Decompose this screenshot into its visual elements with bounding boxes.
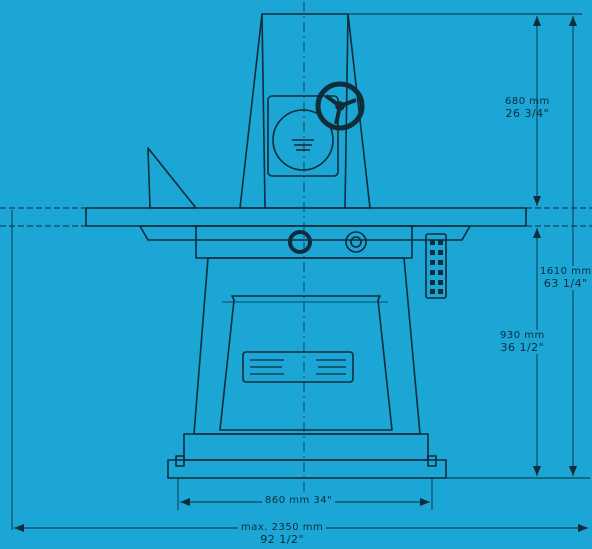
plinth-foot <box>167 459 447 479</box>
dim-column-height-mm: 680 mm <box>505 96 550 107</box>
dim-column-height: 680 mm 26 3/4" <box>505 96 550 120</box>
logo-lines <box>250 359 346 375</box>
grinding-head <box>267 95 339 177</box>
dim-overall-height-in: 63 1/4" <box>543 277 588 290</box>
dim-column-height-in: 26 3/4" <box>505 107 550 120</box>
dim-table-height-mm: 930 mm <box>500 330 545 341</box>
column-body <box>239 13 371 209</box>
dimension-lines <box>0 13 592 530</box>
dim-overall-height-mm: 1610 mm <box>540 266 592 277</box>
dim-max-width-in: 92 1/2" <box>260 533 305 546</box>
grinding-wheel <box>272 109 334 171</box>
dim-overall-height: 1610 mm 63 1/4" <box>540 266 592 290</box>
dim-base-width: 860 mm 34" <box>262 495 336 507</box>
logo-plate <box>242 351 354 383</box>
saddle-knob <box>288 230 312 254</box>
arrow-heads <box>14 16 588 532</box>
dim-table-height-in: 36 1/2" <box>500 341 545 354</box>
machine-base <box>193 257 421 435</box>
dim-max-width: max. 2350 mm 92 1/2" <box>238 522 327 546</box>
plinth <box>183 433 429 461</box>
dim-table-height: 930 mm 36 1/2" <box>500 330 545 354</box>
dim-max-width-mm: max. 2350 mm <box>241 522 324 533</box>
base-door <box>219 295 393 431</box>
control-buttons <box>430 240 443 294</box>
control-panel <box>425 233 447 299</box>
work-table <box>85 207 527 227</box>
handwheel-icon <box>315 81 365 131</box>
splash-guard <box>147 147 197 209</box>
saddle-dial <box>345 231 367 253</box>
